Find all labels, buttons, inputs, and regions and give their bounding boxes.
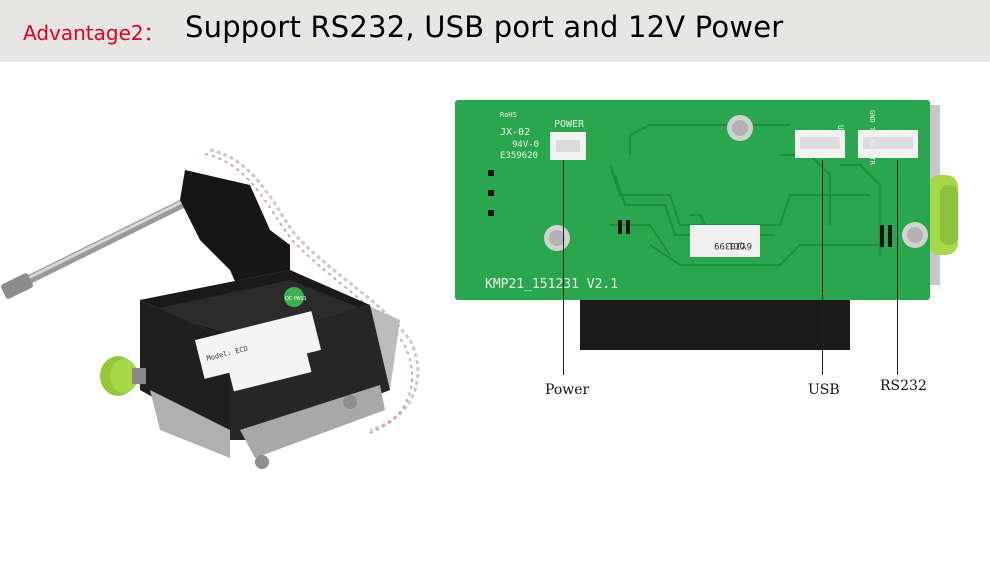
- power-leader-line: [563, 160, 564, 375]
- silk-board-code: JX-02: [500, 127, 530, 138]
- cable-bundle: [209, 148, 420, 432]
- pcb-roller-knob: [928, 175, 958, 255]
- printer-photo: Model: ECD QC PASS: [1, 148, 420, 469]
- product-label: Model: ECD: [194, 311, 322, 392]
- usb-connector: [795, 130, 845, 158]
- qc-badge: QC PASS: [284, 287, 306, 307]
- pcb-screw: [544, 225, 570, 251]
- roller-knob: [100, 356, 146, 396]
- qc-sticker-line2: 6YJ0399: [714, 240, 752, 250]
- silk-cert: E359620: [500, 151, 538, 161]
- silk-power-header: POWER: [554, 119, 585, 130]
- usb-callout-label: USB: [808, 382, 840, 398]
- silk-rohs: RoHS: [500, 111, 517, 119]
- qc-sticker: QC1 6YJ0399: [690, 225, 760, 257]
- power-connector: [550, 132, 586, 160]
- roller-shaft: [1, 190, 205, 299]
- pcb-photo: QC1 6YJ0399 RoHS JX-02 94V-0 E359620 POW…: [455, 100, 958, 350]
- banner-title: Support RS232, USB port and 12V Power: [185, 10, 784, 44]
- power-callout-label: Power: [545, 382, 590, 398]
- silk-usb-header: USB: [836, 125, 845, 140]
- header-banner: Advantage2： Support RS232, USB port and …: [0, 0, 990, 62]
- pcb-screw: [902, 222, 928, 248]
- pcb-components: [488, 170, 892, 247]
- pcb-screw: [727, 115, 753, 141]
- qc-badge-text: QC PASS: [285, 296, 306, 302]
- silk-rs232-header: GND TX RX DTR: [868, 110, 876, 166]
- rs232-connector: [858, 130, 918, 158]
- silk-model-line: KMP21_151231 V2.1: [485, 277, 618, 292]
- advantage-lead: Advantage2：: [23, 21, 164, 45]
- silk-rating: 94V-0: [512, 140, 539, 150]
- rs232-callout-label: RS232: [880, 378, 927, 394]
- usb-leader-line: [822, 160, 823, 375]
- rs232-leader-line: [897, 160, 898, 375]
- qc-sticker-line1: QC1: [729, 240, 745, 250]
